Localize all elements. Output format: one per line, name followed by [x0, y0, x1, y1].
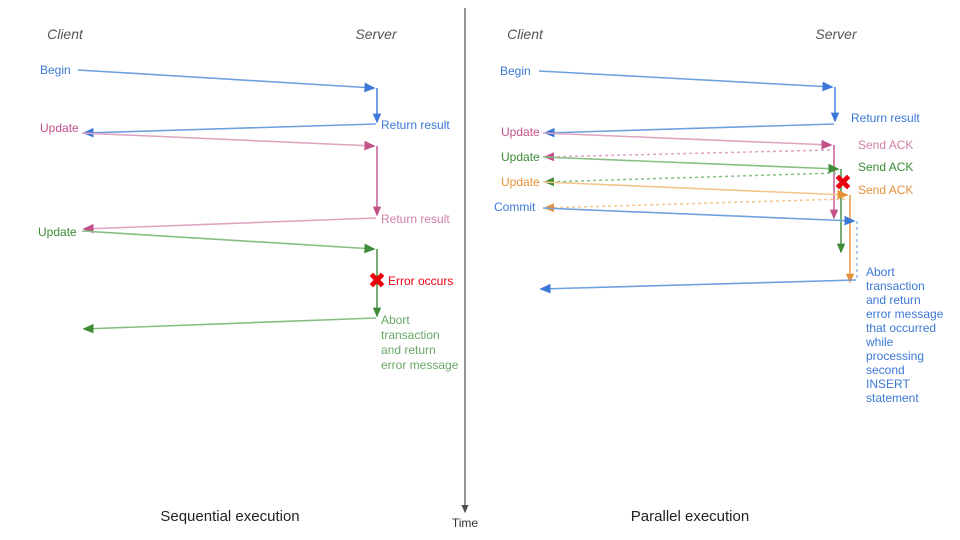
message-update-1-label: Update [40, 121, 79, 135]
actor-client-label-2: Client [507, 26, 544, 42]
message-update-2-label: Update [38, 225, 77, 239]
message-send-ack-3[interactable]: Send ACK [543, 183, 913, 213]
panel-parallel-caption: Parallel execution [631, 508, 749, 525]
message-begin-2-label: Begin [500, 64, 531, 78]
message-begin[interactable]: Begin [40, 63, 376, 93]
message-abort-return-label: Abort transaction and return error messa… [381, 313, 459, 372]
message-return-result-2p-label: Return result [851, 111, 920, 125]
message-abort-return-2[interactable]: Abort transaction and return error messa… [539, 265, 947, 405]
message-update-1-2-label: Update [501, 125, 540, 139]
error-x-icon: ✖ [368, 268, 386, 293]
message-return-result-1-label: Return result [381, 118, 450, 132]
message-update-2-2[interactable]: Update [501, 150, 840, 174]
message-update-3-label: Update [501, 175, 540, 189]
error-marker: ✖ Error occurs [368, 268, 454, 293]
panel-parallel: Client Server Begin Return result Update… [494, 26, 947, 525]
actor-server-label-2: Server [815, 26, 858, 42]
message-update-2-2-label: Update [501, 150, 540, 164]
error-x-icon-2: ✖ [834, 170, 852, 195]
message-return-result-2-label: Return result [381, 212, 450, 226]
message-commit-label: Commit [494, 200, 536, 214]
message-begin-2[interactable]: Begin [500, 64, 834, 92]
message-update-1[interactable]: Update [40, 121, 376, 151]
time-axis-label: Time [452, 516, 479, 530]
message-update-1-2[interactable]: Update [501, 125, 833, 150]
message-return-result-2p[interactable]: Return result [543, 111, 920, 138]
actor-server-label: Server [355, 26, 398, 42]
message-send-ack-2-label: Send ACK [858, 160, 913, 174]
time-axis: Time [452, 8, 479, 530]
message-update-3[interactable]: Update [501, 175, 849, 200]
message-abort-return-2-label: Abort transaction and return error messa… [865, 265, 947, 405]
message-send-ack-1[interactable]: Send ACK [543, 138, 913, 162]
message-return-result-1[interactable]: Return result [82, 118, 450, 138]
panel-sequential: Client Server Begin Return result Update… [38, 26, 459, 525]
message-send-ack-1-label: Send ACK [858, 138, 913, 152]
message-update-2[interactable]: Update [38, 225, 376, 254]
message-commit[interactable]: Commit [494, 200, 856, 226]
panel-sequential-caption: Sequential execution [160, 508, 299, 525]
message-send-ack-3-label: Send ACK [858, 183, 913, 197]
error-marker-2: ✖ [834, 170, 852, 195]
actor-client-label: Client [47, 26, 84, 42]
message-begin-label: Begin [40, 63, 71, 77]
message-send-ack-2[interactable]: Send ACK [543, 160, 913, 187]
error-label: Error occurs [388, 274, 453, 288]
message-abort-return[interactable]: Abort transaction and return error messa… [82, 313, 459, 372]
message-return-result-2[interactable]: Return result [82, 212, 450, 234]
